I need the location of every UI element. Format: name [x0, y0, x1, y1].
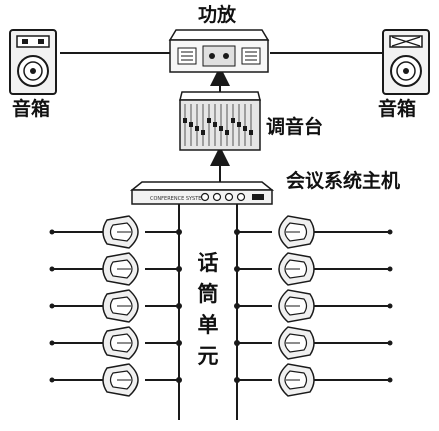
bus-junction-dot	[234, 266, 240, 272]
left-speaker-label: 音箱	[12, 98, 51, 120]
connection-lines	[60, 52, 383, 420]
conference-host-label: 会议系统主机	[286, 170, 401, 192]
bus-junction-dot	[176, 340, 182, 346]
mixer-fader-knob	[195, 126, 199, 131]
microphone-unit-right	[278, 289, 393, 323]
microphone-unit-left	[49, 289, 139, 323]
bus-junction-dot	[234, 303, 240, 309]
mixer-fader-knob	[183, 118, 187, 123]
mixer-label: 调音台	[266, 116, 324, 138]
mixer-fader-knob	[231, 118, 235, 123]
microphone-unit-left	[49, 326, 139, 360]
microphone-unit-right	[278, 363, 393, 397]
mixer-fader-knob	[207, 118, 211, 123]
host-brand-text: CONFERENCE SYSTEM	[150, 196, 206, 202]
mixer-fader-knob	[225, 130, 229, 135]
right-speaker	[382, 29, 430, 95]
amplifier-device	[168, 29, 270, 73]
mic-units-label-char: 话	[197, 251, 219, 275]
bus-junction-dot	[176, 377, 182, 383]
mixer-fader-knob	[243, 126, 247, 131]
microphone-unit-left	[49, 363, 139, 397]
mixer-fader-knob	[237, 122, 241, 127]
microphone-unit-right	[278, 252, 393, 286]
mic-units-label-char: 筒	[197, 282, 219, 306]
microphone-unit-right	[278, 215, 393, 249]
amplifier-label: 功放	[198, 4, 237, 26]
mixer-fader-knob	[219, 126, 223, 131]
mixer-fader-knob	[189, 122, 193, 127]
microphone-units	[49, 215, 393, 397]
mixer-fader-knob	[201, 130, 205, 135]
mixer-fader-knob	[213, 122, 217, 127]
bus-junction-dot	[234, 340, 240, 346]
conference-host-device: CONFERENCE SYSTEM	[129, 181, 275, 205]
microphone-unit-right	[278, 326, 393, 360]
bus-junction-dot	[176, 303, 182, 309]
bus-junction-dot	[234, 229, 240, 235]
mic-units-label-char: 元	[197, 344, 219, 368]
left-speaker	[9, 29, 57, 95]
mixer-fader-knob	[249, 130, 253, 135]
microphone-unit-left	[49, 252, 139, 286]
mixer-device	[179, 91, 261, 151]
bus-junction-dot	[176, 266, 182, 272]
mic-units-label-char: 单	[197, 313, 219, 337]
bus-junction-dot	[234, 377, 240, 383]
microphone-unit-left	[49, 215, 139, 249]
mic-units-label: 话 筒 单 元	[196, 248, 220, 372]
bus-junction-dot	[176, 229, 182, 235]
right-speaker-label: 音箱	[378, 98, 417, 120]
